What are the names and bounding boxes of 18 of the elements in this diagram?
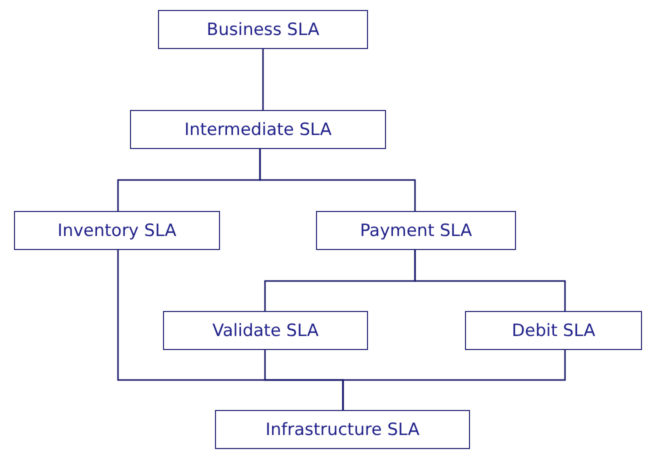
connector-line bbox=[414, 250, 566, 311]
box-label: Intermediate SLA bbox=[184, 120, 332, 140]
box-label: Inventory SLA bbox=[58, 220, 176, 240]
sla-box bbox=[316, 211, 516, 250]
sla-box bbox=[465, 311, 642, 350]
sla-box bbox=[130, 110, 386, 149]
connector-line bbox=[259, 149, 416, 211]
connector-line bbox=[262, 49, 264, 110]
box-label: Debit SLA bbox=[512, 320, 596, 340]
sla-box bbox=[14, 211, 220, 250]
sla-box bbox=[158, 10, 368, 49]
box-label: Business SLA bbox=[206, 20, 320, 40]
connector-line bbox=[342, 350, 566, 410]
sla-box bbox=[215, 410, 470, 449]
box-label: Infrastructure SLA bbox=[265, 420, 420, 440]
box-label: Payment SLA bbox=[360, 220, 472, 240]
sla-box bbox=[163, 311, 368, 350]
box-label: Validate SLA bbox=[212, 320, 319, 340]
